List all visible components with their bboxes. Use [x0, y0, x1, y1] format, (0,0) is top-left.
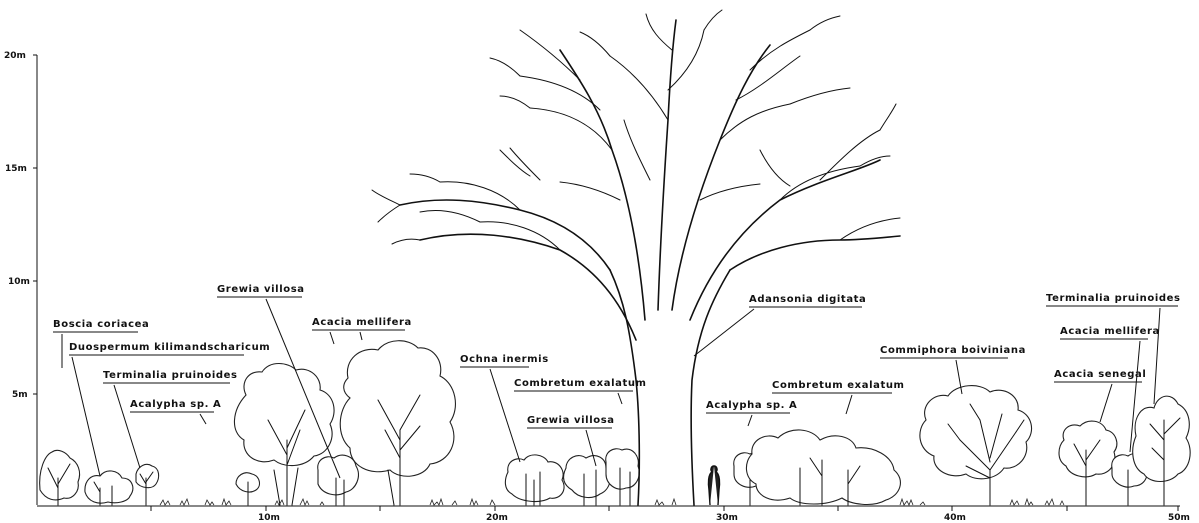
combretum-exalatum-shrub-right	[745, 429, 901, 506]
label-acalypha-sp-a-left: Acalypha sp. A	[130, 399, 221, 410]
ochna-shrub	[504, 454, 565, 506]
leader-line	[1153, 307, 1161, 405]
label-acacia-right: Acacia mellifera	[1060, 326, 1160, 453]
leader-line	[693, 308, 755, 357]
leader-line	[845, 394, 853, 415]
x-tick-label-30m: 30m	[716, 513, 738, 523]
leader-line	[1099, 383, 1113, 423]
leader-line	[617, 392, 623, 405]
label-acacia-mellifera-left: Acacia mellifera	[312, 317, 412, 328]
combretum-shrub-left	[317, 454, 359, 506]
label-acalypha-right: Acalypha sp. A	[706, 400, 797, 427]
boscia-shrub	[39, 449, 81, 506]
x-axis: 10m 20m 30m 40m 50m	[37, 505, 1190, 523]
commiphora-boiviniana-tree	[919, 385, 1033, 506]
duospermum-shrub	[84, 470, 134, 506]
label-acalypha-left: Acalypha sp. A	[130, 399, 221, 425]
label-adansonia: Adansonia digitata	[693, 294, 866, 357]
label-boscia-coriacea: Boscia coriacea	[53, 319, 149, 330]
label-commiphora-boiviniana: Commiphora boiviniana	[880, 345, 1026, 356]
terminalia-shrub-left	[135, 463, 160, 506]
label-combretum-right: Combretum exalatum	[772, 380, 905, 415]
label-combretum-exalatum-middle: Combretum exalatum	[514, 378, 647, 389]
x-tick-label-50m: 50m	[1168, 513, 1190, 523]
leader-line	[113, 384, 141, 469]
acalypha-shrub-left	[235, 472, 261, 506]
label-duospermum: Duospermum kilimandscharicum	[69, 342, 270, 477]
terminalia-pruinoides-tree-right	[1132, 395, 1191, 506]
leader-line	[1129, 340, 1141, 453]
label-adansonia-digitata: Adansonia digitata	[749, 294, 866, 305]
x-tick-label-40m: 40m	[944, 513, 966, 523]
label-terminalia-right: Terminalia pruinoides	[1046, 293, 1181, 405]
label-grewia-middle: Grewia villosa	[527, 415, 615, 467]
label-ochna-inermis: Ochna inermis	[460, 354, 549, 365]
grass-layer	[159, 497, 1065, 507]
y-tick-label-15m: 15m	[5, 164, 27, 174]
label-boscia: Boscia coriacea	[53, 319, 149, 368]
human-figure-scale	[707, 465, 721, 506]
combretum-shrub-middle	[562, 455, 611, 506]
label-terminalia-left: Terminalia pruinoides	[103, 370, 238, 469]
grewia-villosa-tree	[233, 362, 335, 506]
label-grewia-left: Grewia villosa	[217, 284, 341, 479]
leader-line	[329, 331, 335, 345]
leader-line	[585, 429, 597, 467]
label-acacia-senegal: Acacia senegal	[1054, 369, 1146, 423]
label-duospermum-kilimandscharicum: Duospermum kilimandscharicum	[69, 342, 270, 353]
y-tick-label-10m: 10m	[8, 277, 30, 287]
leader-line	[359, 331, 363, 341]
y-axis: 20m 15m 10m 5m	[4, 51, 38, 505]
label-combretum-middle: Combretum exalatum	[514, 378, 647, 405]
x-tick-label-20m: 20m	[486, 513, 508, 523]
label-terminalia-pruinoides-left: Terminalia pruinoides	[103, 370, 238, 381]
label-combretum-exalatum-right: Combretum exalatum	[772, 380, 905, 391]
label-acacia-mellifera-right: Acacia mellifera	[1060, 326, 1160, 337]
label-grewia-villosa-left: Grewia villosa	[217, 284, 305, 295]
leader-line	[199, 413, 207, 425]
y-tick-label-20m: 20m	[4, 51, 26, 61]
label-acalypha-sp-a-right: Acalypha sp. A	[706, 400, 797, 411]
leader-line	[955, 359, 963, 395]
grewia-villosa-shrub-middle	[605, 448, 640, 506]
leader-line	[747, 414, 753, 427]
label-terminalia-pruinoides-right: Terminalia pruinoides	[1046, 293, 1181, 304]
label-acacia-left: Acacia mellifera	[312, 317, 412, 345]
leader-line	[71, 356, 101, 477]
label-ochna: Ochna inermis	[460, 354, 549, 463]
x-tick-label-10m: 10m	[258, 513, 280, 523]
adansonia-digitata-tree	[371, 9, 901, 506]
acacia-senegal-tree	[1058, 420, 1118, 506]
label-acacia-senegal: Acacia senegal	[1054, 369, 1146, 380]
label-grewia-villosa-middle: Grewia villosa	[527, 415, 615, 426]
leader-line	[265, 298, 341, 479]
label-commiphora: Commiphora boiviniana	[880, 345, 1026, 395]
y-tick-label-5m: 5m	[12, 390, 28, 400]
acacia-mellifera-tree-left	[339, 340, 456, 506]
leader-line	[489, 368, 521, 463]
